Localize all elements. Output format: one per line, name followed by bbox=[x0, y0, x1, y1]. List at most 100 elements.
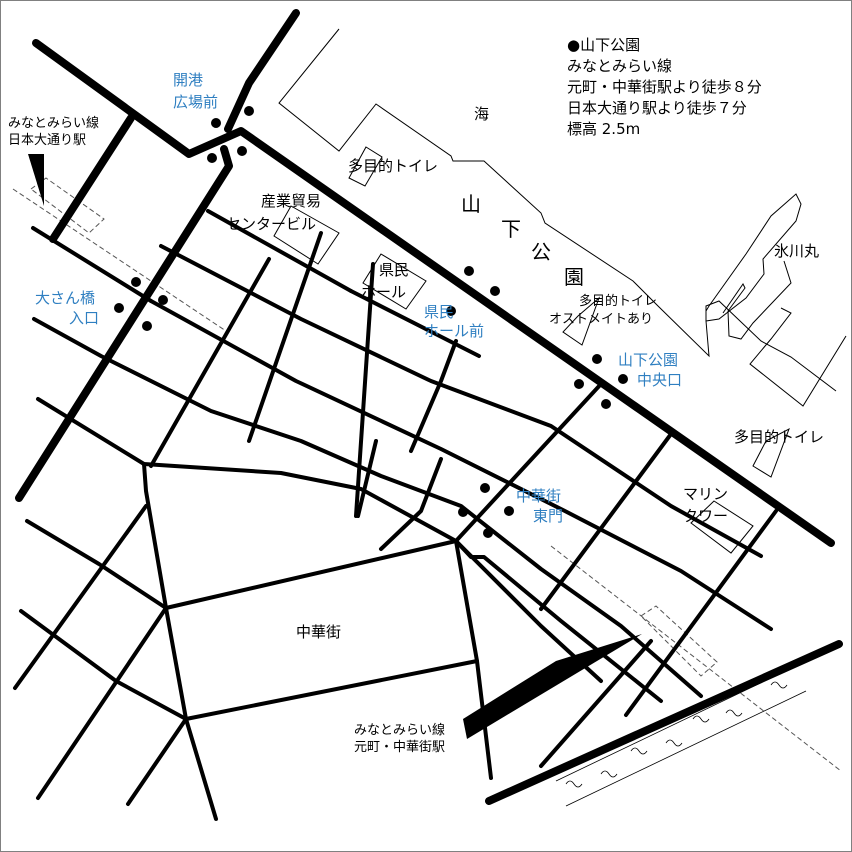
bus-stop-icon[interactable] bbox=[601, 399, 611, 409]
toilet-1-building bbox=[348, 146, 383, 187]
wave-icon bbox=[600, 770, 618, 778]
buildings bbox=[273, 146, 790, 554]
wave-icon bbox=[665, 739, 683, 747]
toilet-3-building bbox=[752, 427, 790, 478]
street bbox=[184, 659, 479, 721]
bus-stop-label-chinatown-east[interactable]: 中華街 bbox=[516, 487, 561, 505]
bus-stop-icon[interactable] bbox=[458, 507, 468, 517]
park-label-char: 下 bbox=[501, 217, 521, 241]
street bbox=[159, 244, 763, 558]
bus-stop-icon[interactable] bbox=[504, 506, 514, 516]
road-sakuradori bbox=[15, 145, 233, 502]
road-nihon-odori bbox=[224, 9, 300, 133]
water-marks bbox=[565, 681, 788, 788]
bus-stop-icon[interactable] bbox=[131, 277, 141, 287]
bus-stop-icon[interactable] bbox=[211, 118, 221, 128]
bus-stop-icon[interactable] bbox=[244, 106, 254, 116]
bus-stop-label-kenmin-hall[interactable]: ホール前 bbox=[424, 322, 484, 340]
street bbox=[454, 539, 493, 780]
street bbox=[356, 439, 378, 518]
park-info-line: みなとみらい線 bbox=[567, 57, 673, 75]
street bbox=[409, 339, 458, 453]
park-info: ●山下公園 みなとみらい線 元町・中華街駅より徒歩８分 日本大通り駅より徒歩７分… bbox=[567, 35, 762, 140]
toilet-label: 多目的トイレ bbox=[579, 293, 657, 309]
bus-stop-icon[interactable] bbox=[618, 374, 628, 384]
toilet-label: 多目的トイレ bbox=[348, 157, 438, 175]
bus-stop-label-chinatown-east[interactable]: 東門 bbox=[533, 507, 563, 525]
street bbox=[454, 382, 603, 543]
toilet-ostomate-label: オストメイトあり bbox=[549, 312, 653, 327]
station-label: みなとみらい線 bbox=[354, 722, 445, 738]
bus-stop-label-kaiko-hiroba[interactable]: 広場前 bbox=[173, 93, 218, 111]
street bbox=[454, 539, 663, 703]
bus-stop-icon[interactable] bbox=[592, 354, 602, 364]
bus-stop-label-kenmin-hall[interactable]: 県民 bbox=[424, 303, 454, 321]
street bbox=[126, 717, 188, 806]
bus-stop-label-yamashita-central[interactable]: 山下公園 bbox=[618, 351, 678, 369]
wave-icon bbox=[565, 780, 583, 788]
street bbox=[32, 317, 703, 698]
road-coast-street bbox=[32, 39, 835, 547]
toilet-2-building bbox=[562, 296, 601, 346]
chinatown-label: 中華街 bbox=[296, 623, 341, 641]
motomachi-station-pointer-icon bbox=[463, 634, 642, 739]
railway-line-south bbox=[550, 545, 842, 772]
coastline-path bbox=[278, 28, 837, 392]
street bbox=[624, 509, 778, 717]
bus-stop-icon[interactable] bbox=[114, 303, 124, 313]
trade-center-label: センタービル bbox=[226, 215, 316, 233]
railway-underground bbox=[12, 177, 842, 772]
pier-2 bbox=[749, 307, 847, 407]
station-label: 元町・中華街駅 bbox=[354, 740, 445, 755]
bus-stop-icon[interactable] bbox=[480, 483, 490, 493]
bus-stop-icon[interactable] bbox=[490, 286, 500, 296]
motomachi-station-box bbox=[640, 605, 718, 677]
bus-stop-icon[interactable] bbox=[483, 528, 493, 538]
street bbox=[13, 504, 148, 690]
wave-icon bbox=[692, 715, 710, 723]
street bbox=[379, 457, 443, 551]
river bbox=[555, 665, 807, 807]
street bbox=[25, 519, 168, 610]
station-label: 日本大通り駅 bbox=[8, 133, 86, 148]
bus-stop-icon[interactable] bbox=[207, 153, 217, 163]
bus-stop-label-osanbashi[interactable]: 大さん橋 bbox=[35, 289, 95, 307]
streets-major bbox=[15, 9, 843, 805]
street bbox=[539, 639, 653, 768]
bus-stop-icon[interactable] bbox=[464, 266, 474, 276]
bus-stop-icon[interactable] bbox=[574, 379, 584, 389]
park-label-char: 山 bbox=[461, 192, 481, 216]
kenmin-hall-label: 県民 bbox=[379, 261, 409, 279]
street bbox=[164, 539, 458, 610]
river-bank-south bbox=[565, 690, 807, 807]
bus-stop-icon[interactable] bbox=[446, 306, 456, 316]
toilet-label: 多目的トイレ bbox=[734, 428, 824, 446]
bus-stop-icon[interactable] bbox=[158, 295, 168, 305]
hikawa-maru-ship bbox=[705, 193, 847, 407]
wave-icon bbox=[725, 709, 743, 717]
nihon-odori-station-pointer-icon bbox=[28, 154, 44, 206]
marine-tower-label: マリン bbox=[683, 485, 728, 503]
road-river-street bbox=[485, 640, 843, 805]
bus-stop-label-kaiko-hiroba[interactable]: 開港 bbox=[173, 71, 203, 89]
kenmin-hall-building bbox=[362, 253, 427, 310]
bus-stop-label-osanbashi[interactable]: 入口 bbox=[69, 309, 99, 327]
park-info-line: 日本大通り駅より徒歩７分 bbox=[567, 99, 747, 117]
park-label-char: 園 bbox=[564, 265, 584, 289]
kenmin-hall-label: ホール bbox=[361, 283, 406, 301]
park-label-char: 公 bbox=[531, 240, 551, 264]
trade-center-building bbox=[273, 205, 340, 265]
ship-hull bbox=[705, 193, 802, 322]
street bbox=[36, 606, 168, 800]
wave-icon bbox=[630, 747, 648, 755]
road-west-cross bbox=[49, 114, 135, 243]
bus-stop-label-yamashita-central[interactable]: 中央口 bbox=[637, 371, 682, 389]
street bbox=[539, 432, 673, 611]
street bbox=[149, 299, 773, 631]
bus-stop-icon[interactable] bbox=[237, 146, 247, 156]
marine-tower-building bbox=[690, 500, 754, 554]
bus-stop-icon[interactable] bbox=[142, 321, 152, 331]
pier-1 bbox=[722, 260, 792, 340]
